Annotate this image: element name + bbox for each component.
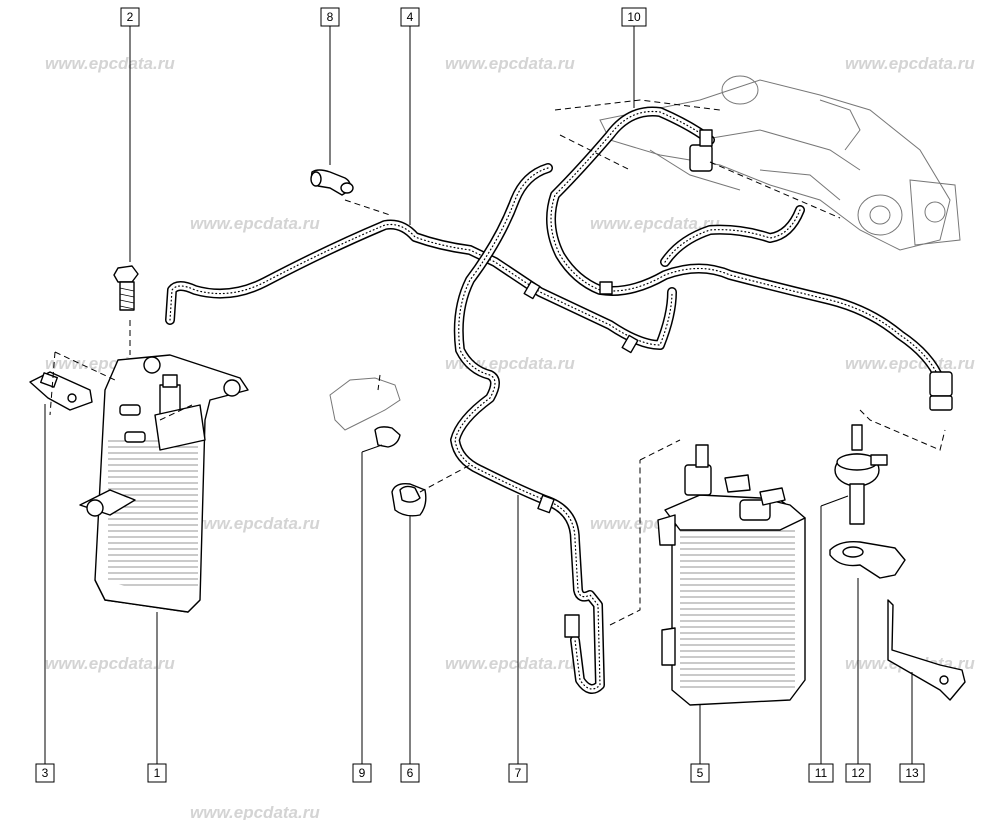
bolt-2	[113, 265, 139, 311]
hose-10	[546, 106, 945, 385]
callout-label: 8	[327, 10, 334, 24]
callout-5: 5	[690, 763, 710, 783]
assembly-lines	[49, 99, 946, 626]
elbow-fitting-8	[310, 169, 354, 196]
callout-8: 8	[320, 7, 340, 27]
watermark-text: www.epcdata.ru	[45, 54, 175, 73]
watermark-text: www.epcdata.ru	[190, 214, 320, 233]
valve-11	[834, 424, 888, 525]
callout-label: 13	[905, 766, 919, 780]
canister-1	[79, 354, 249, 613]
clip-9	[329, 377, 401, 448]
callout-1: 1	[147, 763, 167, 783]
callout-label: 6	[407, 766, 414, 780]
callout-label: 7	[515, 766, 522, 780]
bracket-13	[887, 599, 966, 701]
watermark-text: www.epcdata.ru	[845, 54, 975, 73]
hose-4	[165, 219, 677, 350]
callout-label: 11	[815, 766, 828, 780]
hose-branch	[660, 205, 805, 267]
callout-9: 9	[352, 763, 372, 783]
bracket-3	[29, 371, 93, 411]
watermark-text: www.epcdata.ru	[590, 214, 720, 233]
watermark-text: www.epcdata.ru	[190, 803, 320, 820]
callout-2: 2	[120, 7, 140, 27]
callout-10: 10	[621, 7, 647, 27]
callout-label: 2	[127, 10, 134, 24]
callout-label: 4	[407, 10, 414, 24]
hose-connector	[537, 494, 555, 514]
hose-connector	[599, 281, 613, 295]
hose-7	[450, 163, 605, 694]
watermark-text: www.epcdata.ru	[845, 354, 975, 373]
callout-label: 1	[154, 766, 161, 780]
watermark-text: www.epcdata.ru	[190, 514, 320, 533]
callout-3: 3	[35, 763, 55, 783]
callout-12: 12	[845, 763, 871, 783]
callout-label: 12	[851, 766, 865, 780]
hose-connector	[523, 280, 541, 300]
callout-label: 9	[359, 766, 366, 780]
callout-13: 13	[899, 763, 925, 783]
leader-lines	[44, 26, 913, 764]
strap-12	[829, 540, 906, 579]
clip-6	[391, 482, 427, 517]
hose-connector	[564, 614, 580, 638]
callout-4: 4	[400, 7, 420, 27]
watermark-text: www.epcdata.ru	[445, 54, 575, 73]
hose-connector	[621, 334, 639, 354]
hose-end-connector	[929, 371, 953, 411]
callout-label: 10	[627, 10, 641, 24]
callout-7: 7	[508, 763, 528, 783]
manifold-connector	[689, 129, 713, 172]
watermark-text: www.epcdata.ru	[445, 654, 575, 673]
watermark-text: www.epcdata.ru	[45, 654, 175, 673]
callout-label: 5	[697, 766, 704, 780]
callout-label: 3	[42, 766, 49, 780]
callout-11: 11	[808, 763, 834, 783]
callout-6: 6	[400, 763, 420, 783]
canister-5	[657, 444, 806, 706]
